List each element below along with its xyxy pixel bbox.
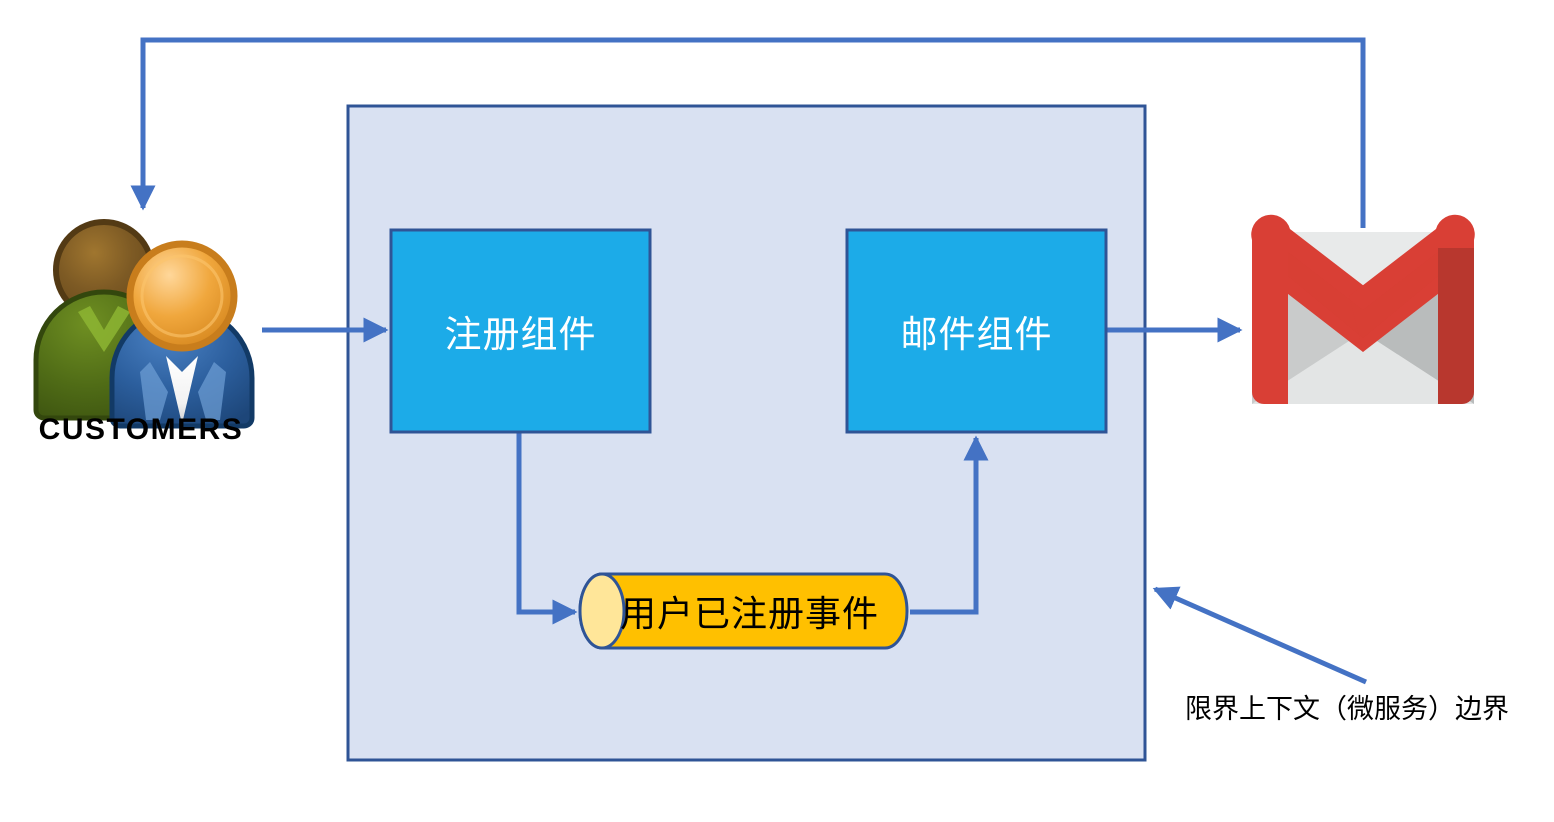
- gmail-envelope-icon[interactable]: [1251, 214, 1475, 404]
- mail-component-box[interactable]: [845, 228, 1108, 434]
- cylinder-left-cap: [578, 572, 626, 650]
- connector-registration-to-event: [516, 432, 578, 625]
- connector-event-to-mail: [910, 435, 989, 615]
- registration-component-box[interactable]: [389, 228, 652, 434]
- customers-people-icon[interactable]: [33, 219, 255, 429]
- connector-gmail-to-customers: [130, 37, 1366, 228]
- user-registered-event-cylinder[interactable]: [578, 572, 909, 650]
- connector-caption-to-boundary: [1152, 586, 1368, 685]
